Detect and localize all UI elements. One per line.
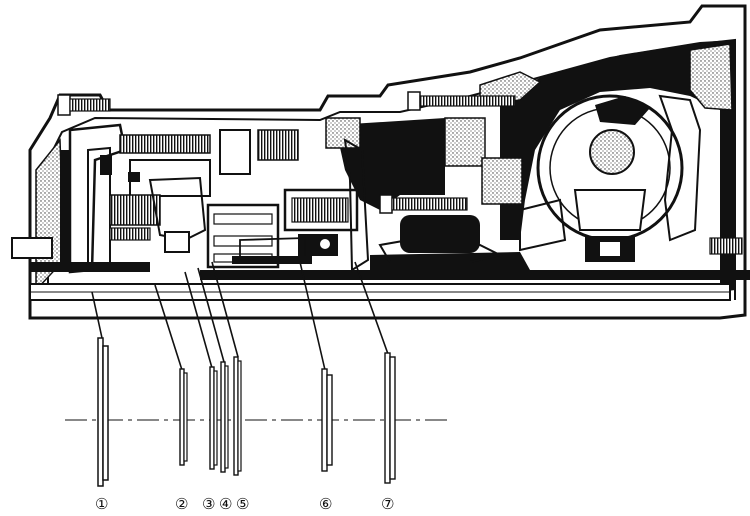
callout-label-7: ⑦	[381, 495, 394, 513]
part-4-ring	[220, 361, 229, 473]
part-1-ring	[97, 337, 109, 487]
stipple-block-3	[325, 117, 361, 149]
clutch-and-gear-section	[60, 123, 567, 274]
callout-label-5: ⑤	[236, 495, 249, 513]
bolt-left	[57, 94, 111, 116]
bolt-top-center	[407, 91, 516, 111]
callout-labels: ① ② ③ ④ ⑤ ⑥ ⑦	[95, 495, 394, 513]
stipple-block-2	[481, 157, 523, 205]
housing-cross-section	[11, 4, 750, 371]
callout-label-3: ③	[202, 495, 215, 513]
part-3-ring	[209, 366, 218, 470]
part-5-ring	[233, 356, 242, 476]
callout-label-1: ①	[95, 495, 108, 513]
part-7-ring	[384, 352, 396, 484]
stipple-block-1	[444, 117, 486, 167]
bolt-right	[709, 237, 743, 255]
callout-label-4: ④	[219, 495, 232, 513]
leader-lines	[91, 261, 389, 371]
callout-label-2: ②	[175, 495, 188, 513]
casting-mass-right	[500, 40, 735, 292]
bolt-middle	[379, 194, 468, 214]
differential-assembly	[536, 94, 702, 262]
part-2-ring	[179, 368, 188, 466]
exploded-parts	[65, 337, 448, 487]
casting-mass-center	[335, 118, 445, 210]
part-6-ring	[321, 368, 333, 472]
stipple-block-5	[689, 43, 733, 111]
callout-label-6: ⑥	[319, 495, 332, 513]
